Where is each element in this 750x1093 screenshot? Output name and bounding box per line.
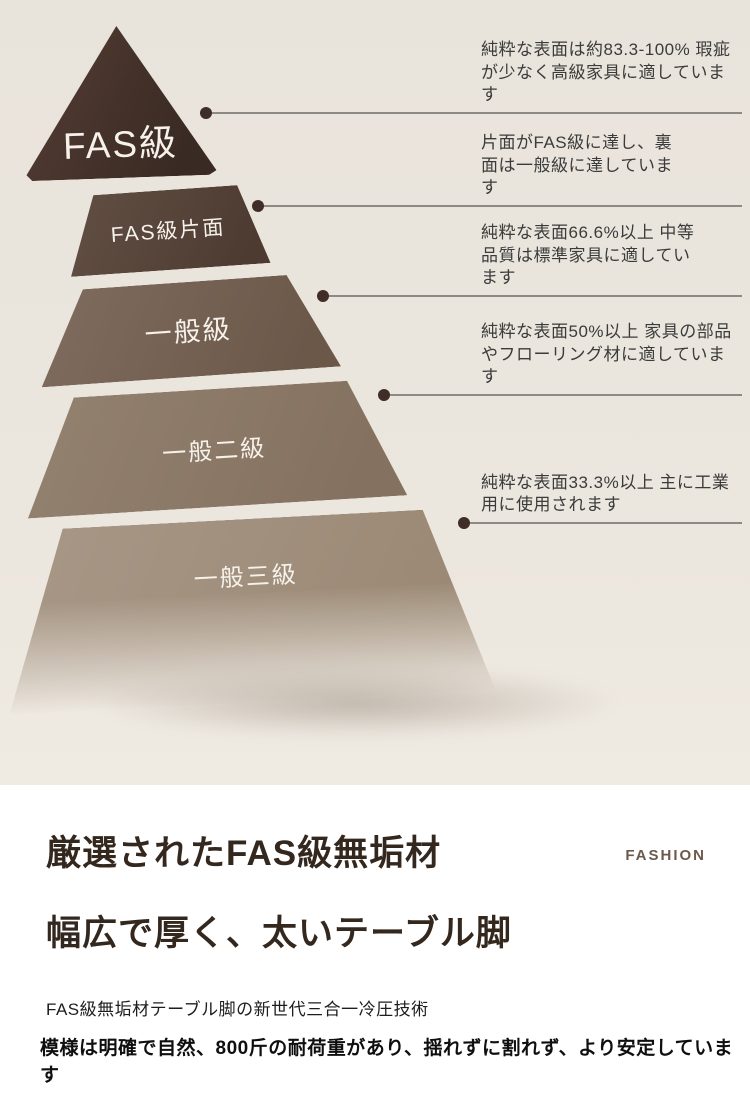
tier-label: FAS級	[62, 121, 179, 167]
callout-dot	[252, 200, 264, 212]
heading-line-2: 幅広で厚く、太いテーブル脚	[46, 914, 512, 953]
callout-text: 片面がFAS級に達し、裏面は一般級に達しています	[481, 133, 673, 198]
callout-text: 純粋な表面は約83.3-100% 瑕疵が少なく高級家具に適しています	[481, 40, 731, 105]
callout-text: 純粋な表面33.3%以上 主に工業用に使用されます	[481, 472, 730, 515]
callout-text: 純粋な表面66.6%以上 中等品質は標準家具に適しています	[481, 223, 695, 288]
callout-fas: 純粋な表面は約83.3-100% 瑕疵が少なく高級家具に適しています	[200, 40, 742, 119]
callout-general-2: 純粋な表面50%以上 家具の部品やフローリング材に適しています	[378, 322, 742, 401]
callout-dot	[378, 389, 390, 401]
description-text: 模様は明確で自然、800斤の耐荷重があり、揺れずに割れず、より安定しています	[40, 1038, 734, 1086]
callout-fas-single-side: 片面がFAS級に達し、裏面は一般級に達しています	[252, 133, 742, 212]
callout-dot	[200, 107, 212, 119]
tier-label: 一般三級	[193, 561, 299, 594]
heading-line-1: 厳選されたFAS級無垢材	[46, 834, 442, 873]
brand-logo: FASHION	[625, 847, 706, 864]
subtitle-text: FAS級無垢材テーブル脚の新世代三合一冷圧技術	[46, 1000, 429, 1019]
pyramid-tier-fas-single-side: FAS級片面	[65, 183, 270, 277]
pyramid-section: FAS級 FAS級片面 一般級 一般二級 一般三級 純粋な表面は約83.3-10…	[0, 0, 750, 785]
pyramid-tier-general: 一般級	[35, 272, 341, 388]
tier-label: 一般級	[143, 313, 233, 350]
callout-general: 純粋な表面66.6%以上 中等品質は標準家具に適しています	[317, 223, 742, 302]
tier-label: 一般二級	[161, 434, 267, 468]
pyramid-tier-general-3: 一般三級	[0, 506, 495, 715]
pyramid-tier-general-2: 一般二級	[21, 378, 407, 519]
tier-label: FAS級片面	[110, 216, 227, 247]
callout-general-3: 純粋な表面33.3%以上 主に工業用に使用されます	[458, 473, 742, 529]
callout-dot	[317, 290, 329, 302]
text-section: 厳選されたFAS級無垢材 FASHION 幅広で厚く、太いテーブル脚 FAS級無…	[0, 785, 750, 1093]
callout-dot	[458, 517, 470, 529]
callout-text: 純粋な表面50%以上 家具の部品やフローリング材に適しています	[481, 322, 732, 387]
pyramid-tier-fas: FAS級	[21, 23, 216, 182]
